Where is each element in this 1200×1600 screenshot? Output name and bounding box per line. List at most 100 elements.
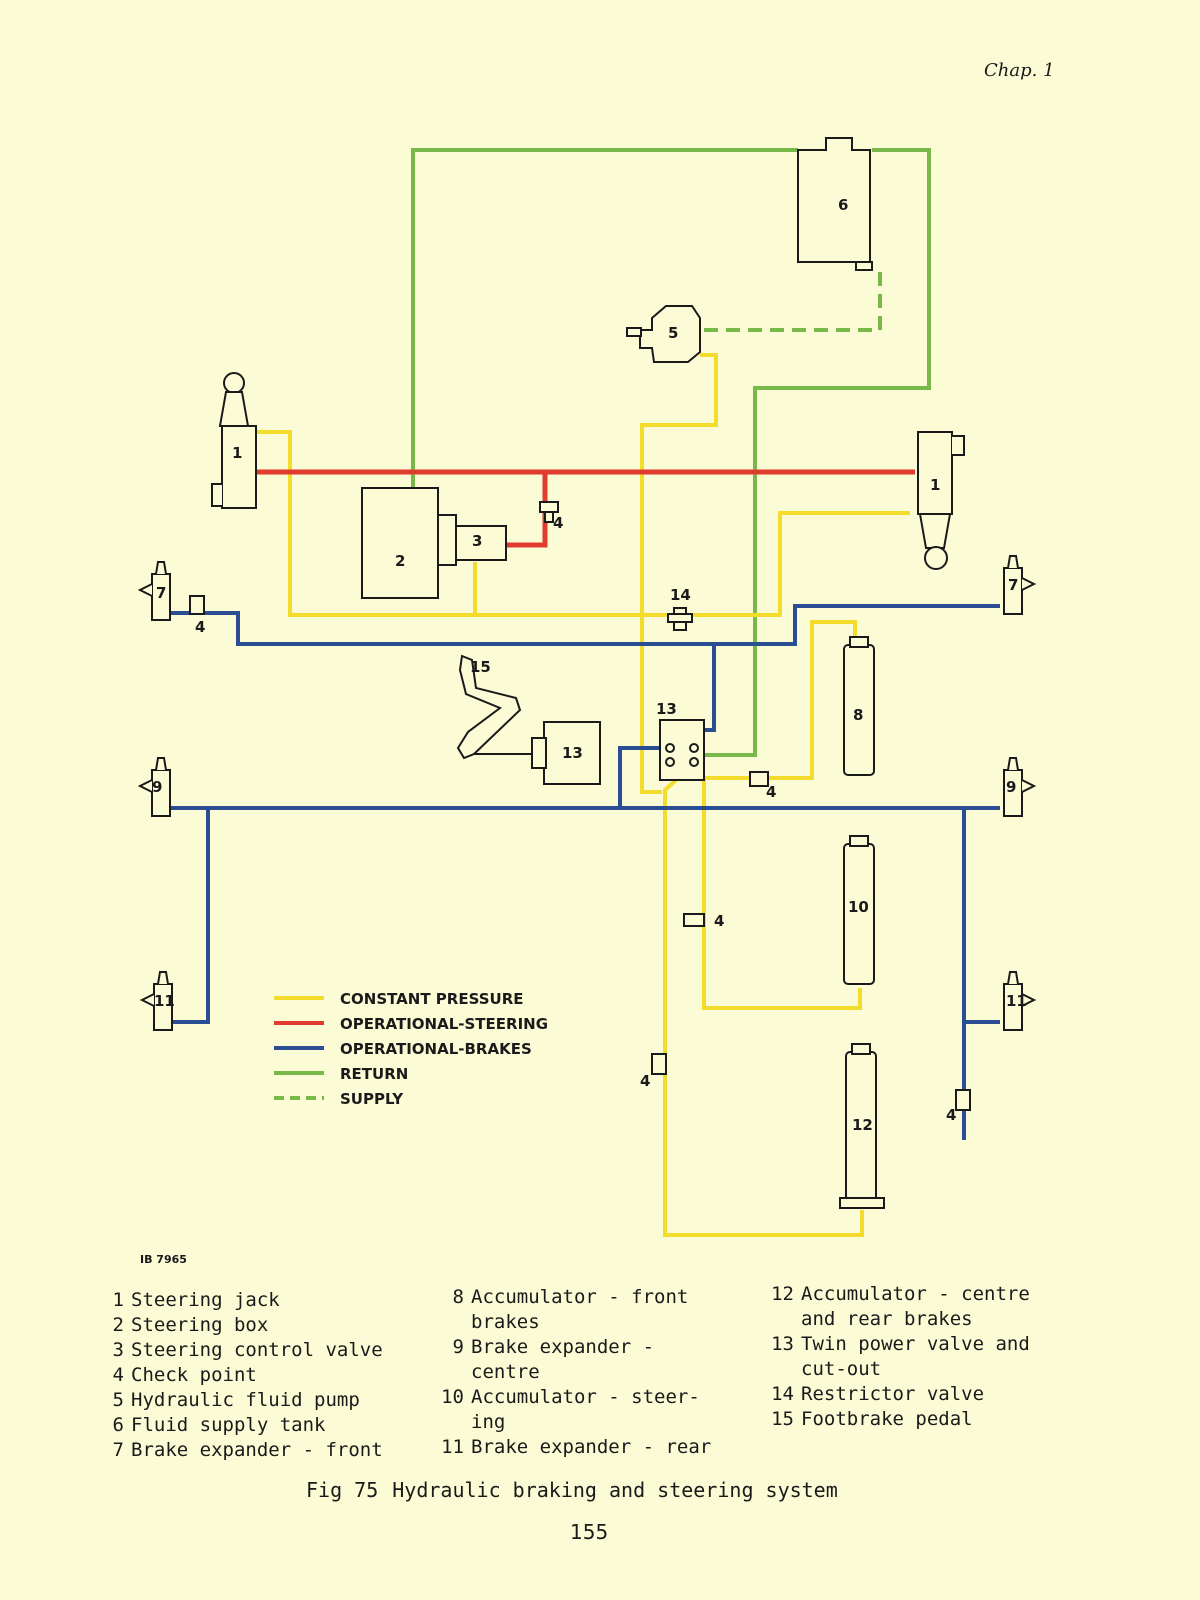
accumulator-centre-rear [839, 1043, 885, 1209]
label-power-valve-detail: 13 [562, 744, 583, 762]
key-item-text: Hydraulic fluid pump [131, 1389, 360, 1411]
key-item-number: 2 [112, 1314, 124, 1336]
key-item: 1 Steering jack [100, 1288, 383, 1313]
label-check-mid: 4 [714, 912, 724, 930]
brakes-front-line [170, 604, 1000, 646]
key-item-text: Accumulator - front brakes [471, 1286, 689, 1333]
key-item-number: 7 [112, 1439, 124, 1461]
legend-label-operational-steering: OPERATIONAL-STEERING [340, 1015, 548, 1033]
label-accum-front: 8 [853, 706, 863, 724]
brakes-rear-left [172, 808, 210, 1024]
label-pump: 5 [668, 324, 678, 342]
brake-expander-front-right [1003, 555, 1037, 615]
accumulator-front [843, 636, 875, 776]
key-item-number: 12 [771, 1283, 794, 1305]
steering-to-valve3 [506, 472, 548, 548]
accumulator-steering [843, 835, 875, 985]
legend-label-return: RETURN [340, 1065, 408, 1083]
label-expander-centre-right: 9 [1006, 778, 1016, 796]
brake-expander-centre-left [137, 757, 171, 817]
label-expander-rear-right: 11 [1006, 992, 1027, 1010]
steering-jack-right [917, 431, 965, 570]
key-item-number: 5 [112, 1389, 124, 1411]
legend-label-supply: SUPPLY [340, 1090, 404, 1108]
key-item-text: Brake expander - front [131, 1439, 383, 1461]
brake-expander-rear-left [139, 971, 173, 1031]
key-item-text: Steering jack [131, 1289, 280, 1311]
key-item-text: Accumulator - centre and rear brakes [801, 1283, 1030, 1330]
key-item-number: 4 [112, 1364, 124, 1386]
steering-control-valve [437, 514, 507, 566]
label-restrictor-valve: 14 [670, 586, 691, 604]
hydraulic-diagram: 1 1 2 3 4 4 4 4 4 4 5 6 7 7 8 9 9 10 11 … [137, 137, 1037, 1237]
key-item: 8 Accumulator - front brakes [440, 1285, 711, 1335]
brake-expander-centre-right [1003, 757, 1037, 817]
key-item: 3 Steering control valve [100, 1338, 383, 1363]
brake-expander-front-left [137, 561, 171, 621]
label-check-accum: 4 [766, 783, 776, 801]
key-item: 13 Twin power valve and cut-out [770, 1332, 1030, 1382]
steering-box [361, 487, 439, 599]
label-check-rear-right: 4 [946, 1106, 956, 1124]
key-item-text: Footbrake pedal [801, 1408, 973, 1430]
key-item-text: Brake expander - rear [471, 1436, 712, 1458]
check-point-steering [539, 501, 559, 523]
constant-pressure-lines [256, 353, 910, 1237]
legend: CONSTANT PRESSURE OPERATIONAL-STEERING O… [274, 990, 548, 1108]
operational-steering-lines [256, 469, 915, 548]
figure-number: Fig 75 [306, 1478, 379, 1502]
legend-label-operational-brakes: OPERATIONAL-BRAKES [340, 1040, 532, 1058]
label-jack-right: 1 [930, 476, 940, 494]
cp-to-accum12 [663, 778, 864, 1237]
plate-id: IB 7965 [140, 1253, 187, 1266]
power-valve-detail [531, 721, 601, 785]
label-expander-front-left: 7 [156, 584, 166, 602]
figure-caption: Fig 75 Hydraulic braking and steering sys… [306, 1478, 838, 1502]
footbrake-pedal [456, 654, 532, 760]
return-line-tank-to-power-valve [705, 148, 931, 757]
key-item-text: Steering control valve [131, 1339, 383, 1361]
check-point-rear-right [955, 1089, 971, 1111]
label-steering-box: 2 [395, 552, 405, 570]
fluid-supply-tank [797, 137, 873, 271]
cp-to-accum8 [705, 620, 857, 780]
cp-pump-to-valve13 [640, 353, 718, 794]
key-item-text: Restrictor valve [801, 1383, 985, 1405]
key-item: 10 Accumulator - steer- ing [440, 1385, 711, 1435]
supply-line [700, 272, 882, 332]
label-expander-front-right: 7 [1008, 576, 1018, 594]
brakes-to-power-valve [700, 644, 716, 732]
label-tank: 6 [838, 196, 848, 214]
label-check-steering: 4 [553, 514, 563, 532]
cp-to-accum10 [700, 776, 862, 1010]
key-item-text: Brake expander - centre [471, 1336, 655, 1383]
key-item-number: 10 [441, 1386, 464, 1408]
key-item-text: Twin power valve and cut-out [801, 1333, 1030, 1380]
key-item-number: 6 [112, 1414, 124, 1436]
key-item-number: 8 [452, 1286, 464, 1308]
key-item-number: 3 [112, 1339, 124, 1361]
label-expander-centre-left: 9 [152, 778, 162, 796]
key-item-number: 13 [771, 1333, 794, 1355]
check-point-accum [749, 771, 769, 787]
key-item-number: 1 [112, 1289, 124, 1311]
key-item: 9 Brake expander - centre [440, 1335, 711, 1385]
check-point-mid [683, 913, 705, 927]
key-item-text: Accumulator - steer- ing [471, 1386, 700, 1433]
return-line-tank-to-valve3 [411, 148, 798, 542]
label-check-rear-left: 4 [640, 1072, 650, 1090]
brake-expander-rear-right [1003, 971, 1037, 1031]
label-control-valve: 3 [472, 532, 482, 550]
hydraulic-pump [626, 305, 701, 363]
key-item-number: 9 [452, 1336, 464, 1358]
figure-title: Hydraulic braking and steering system [392, 1478, 838, 1502]
